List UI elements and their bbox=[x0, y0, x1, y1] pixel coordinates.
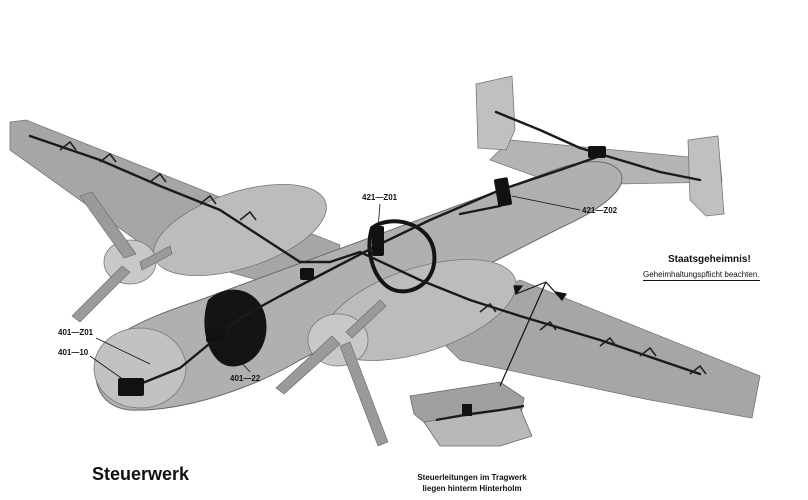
label-401-22: 401—22 bbox=[230, 374, 261, 383]
wing-brackets bbox=[59, 140, 707, 375]
label-401-10: 401—10 bbox=[58, 348, 89, 357]
caption-line-2: liegen hinterm Hinterholm bbox=[422, 484, 522, 493]
secrecy-notice-subtext: Geheimhaltungspflicht beachten. bbox=[643, 270, 760, 281]
right-wing bbox=[419, 279, 761, 419]
label-421-z02: 421—Z02 bbox=[582, 206, 618, 215]
inset-caption: Steuerleitungen im Tragwerk liegen hinte… bbox=[410, 472, 534, 494]
left-propeller bbox=[71, 191, 173, 323]
forward-bulkhead bbox=[204, 289, 267, 367]
label-leader-lines bbox=[89, 195, 581, 381]
label-401-z01: 401—Z01 bbox=[58, 328, 94, 337]
inset-detail bbox=[409, 381, 533, 447]
right-propeller bbox=[275, 299, 389, 447]
control-boxes bbox=[118, 146, 606, 396]
caption-line-1: Steuerleitungen im Tragwerk bbox=[417, 473, 527, 482]
right-vertical-fin bbox=[687, 135, 725, 217]
label-421-z01: 421—Z01 bbox=[362, 193, 398, 202]
diagram-title: Steuerwerk bbox=[92, 464, 190, 484]
secrecy-notice-heading: Staatsgeheimnis! bbox=[668, 254, 751, 265]
inset-arrows bbox=[499, 281, 567, 387]
